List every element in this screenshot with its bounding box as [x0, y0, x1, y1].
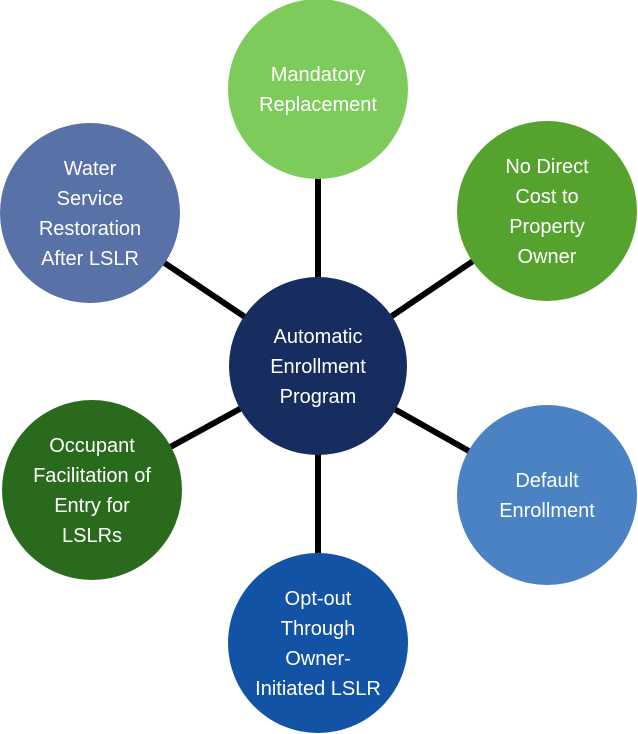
node-label-occupant-facilitation-line: Entry for [54, 495, 130, 517]
node-label-mandatory-replacement-line: Mandatory [271, 64, 366, 86]
hub-circle [229, 277, 407, 455]
node-circle-default-enrollment [457, 405, 637, 585]
node-label-mandatory-replacement-line: Replacement [259, 94, 377, 116]
node-label-water-service-restoration-line: Water [64, 158, 117, 180]
node-circle-opt-out-owner-initiated [228, 553, 408, 733]
node-label-occupant-facilitation-line: Facilitation of [33, 465, 151, 487]
node-circle-water-service-restoration [0, 123, 180, 303]
node-label-occupant-facilitation-line: Occupant [49, 435, 135, 457]
hub-label-line: Automatic [274, 326, 363, 348]
node-label-no-direct-cost-line: No Direct [505, 156, 589, 178]
node-circle-occupant-facilitation [2, 400, 182, 580]
node-label-default-enrollment-line: Enrollment [499, 500, 595, 522]
node-label-water-service-restoration-line: Restoration [39, 218, 141, 240]
node-label-default-enrollment-line: Default [515, 470, 579, 492]
connector-default-enrollment [392, 406, 472, 455]
connectors [161, 177, 476, 555]
connector-occupant-facilitation [167, 405, 244, 451]
node-circle-mandatory-replacement [228, 0, 408, 179]
node-circle-no-direct-cost [457, 121, 637, 301]
node-label-opt-out-owner-initiated-line: Opt-out [285, 588, 352, 610]
connector-water-service-restoration [161, 259, 248, 321]
node-label-no-direct-cost-line: Cost to [515, 186, 578, 208]
node-label-no-direct-cost-line: Owner [518, 246, 577, 268]
node-label-water-service-restoration-line: Service [57, 188, 124, 210]
node-label-opt-out-owner-initiated-line: Owner- [285, 648, 351, 670]
hub-label-line: Enrollment [270, 356, 366, 378]
node-label-opt-out-owner-initiated-line: Initiated LSLR [255, 678, 381, 700]
node-label-opt-out-owner-initiated-line: Through [281, 618, 356, 640]
connector-no-direct-cost [388, 257, 476, 320]
node-label-no-direct-cost-line: Property [509, 216, 585, 238]
node-label-occupant-facilitation-line: LSLRs [62, 525, 122, 547]
node-label-water-service-restoration-line: After LSLR [41, 248, 139, 270]
hub-label-line: Program [280, 386, 357, 408]
